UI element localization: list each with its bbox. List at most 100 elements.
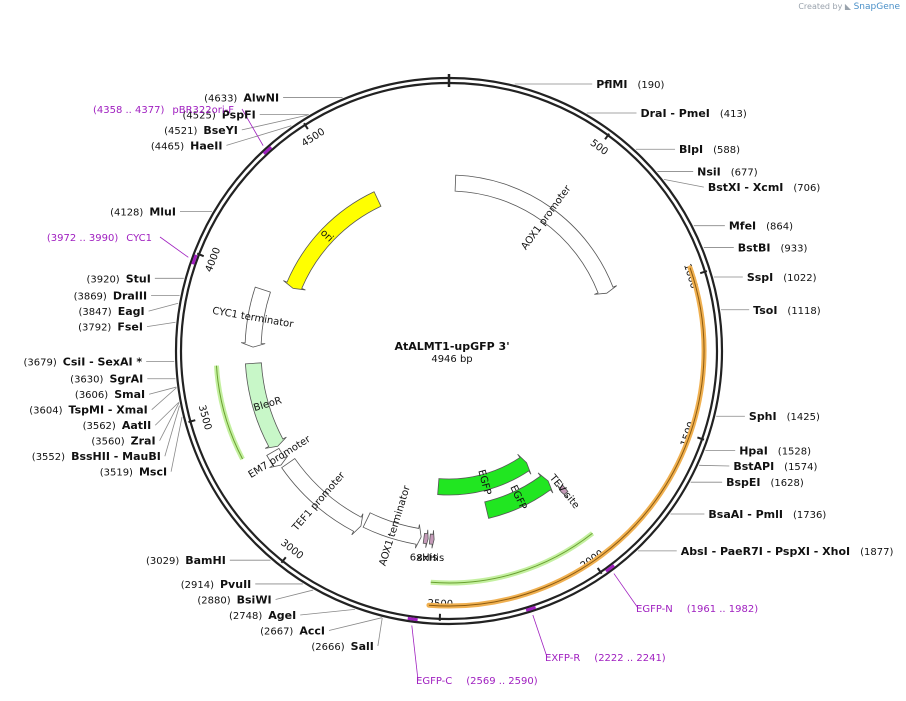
site-name: DraI - PmeI	[641, 107, 710, 120]
site-position: (706)	[793, 183, 820, 194]
site-leader-line	[154, 401, 180, 426]
site-position: (2880)	[197, 595, 230, 606]
site-leader-line	[275, 589, 314, 600]
restriction-site-haeii: HaeII(4465)	[151, 139, 223, 152]
primer-site-mark	[407, 616, 418, 622]
site-position: (2667)	[260, 626, 293, 637]
feature-6xhis	[422, 529, 429, 548]
site-name: SgrAI	[109, 373, 143, 386]
feature-aox1-promoter	[454, 174, 617, 295]
bleor-span	[213, 365, 245, 461]
site-leader-line	[170, 416, 183, 472]
scale-tick-mark	[280, 556, 287, 564]
site-name: MluI	[149, 206, 176, 219]
site-leader-line	[377, 617, 383, 647]
site-position: (3630)	[70, 375, 103, 386]
site-position: (4128)	[110, 208, 143, 219]
site-leader-line	[148, 386, 177, 395]
site-leader-line	[148, 302, 179, 312]
primer-name: CYC1	[126, 233, 152, 244]
site-name: BseYI	[203, 124, 237, 137]
primer-leader-line	[613, 573, 639, 609]
site-name: AccI	[299, 624, 325, 637]
site-position: (2914)	[181, 580, 214, 591]
feature-ori	[283, 191, 382, 291]
restriction-site-bsiwi: BsiWI (2880)	[197, 593, 271, 606]
primer-name: EGFP-C	[416, 676, 452, 687]
feature-tef1-promoter	[281, 458, 364, 536]
plasmid-length: 4946 bp	[431, 354, 472, 365]
primer-range: (2569 .. 2590)	[466, 676, 538, 687]
site-name: BstBI	[738, 242, 771, 255]
site-name: BspEI	[726, 476, 760, 489]
site-name: AatII	[122, 419, 151, 432]
site-position: (3604)	[29, 406, 62, 417]
restriction-site-sphi: SphI(1425)	[749, 410, 820, 423]
site-position: (3562)	[83, 421, 116, 432]
site-name: PspFI	[222, 108, 256, 121]
insert-span-outer	[426, 265, 707, 609]
primer-leader-line	[411, 625, 419, 681]
feature-tev-site	[556, 484, 569, 498]
restriction-site-bamhi: BamHI (3029)	[146, 554, 226, 567]
restriction-site-blpi: BlpI(588)	[679, 143, 740, 156]
site-name: BsaAI - PmlI	[708, 508, 783, 521]
site-position: (1628)	[771, 478, 804, 489]
site-position: (3920)	[86, 274, 119, 285]
restriction-site-zrai: ZraI(3560)	[91, 435, 155, 448]
scale-tick-mark	[196, 252, 205, 258]
feature-aox1-terminator	[362, 512, 422, 549]
restriction-site-bsshii-maubi: BssHII - MauBI(3552)	[32, 450, 161, 463]
restriction-site-bseyi: BseYI(4521)	[164, 124, 238, 137]
site-position: (3606)	[75, 390, 108, 401]
site-position: (1877)	[860, 547, 893, 558]
app-name: SnapGene	[853, 2, 900, 12]
restriction-site-draiii: DraIII(3869)	[74, 290, 148, 303]
scale-tick-label: 4000	[204, 246, 223, 274]
scale-tick-mark	[699, 270, 708, 275]
primer-leader-line	[241, 108, 264, 146]
site-position: (3847)	[78, 307, 111, 318]
site-position: (933)	[780, 244, 807, 255]
site-position: (3552)	[32, 452, 65, 463]
site-name: BsiWI	[237, 593, 272, 606]
site-name: CsiI - SexAI *	[63, 356, 143, 369]
restriction-site-csii-sexai: CsiI - SexAI *(3679)	[24, 356, 143, 369]
restriction-site-bstapi: BstAPI(1574)	[733, 460, 817, 473]
site-position: (3029)	[146, 556, 179, 567]
primer-range: (1961 .. 1982)	[687, 604, 759, 615]
site-name: PflMI	[596, 78, 627, 91]
restriction-site-absi-paer7i-pspxi-xhoi: AbsI - PaeR7I - PspXI - XhoI(1877)	[681, 545, 894, 558]
site-leader-line	[699, 464, 730, 467]
restriction-site-mfei: MfeI(864)	[729, 220, 793, 233]
site-name: StuI	[126, 272, 151, 285]
site-position: (190)	[637, 80, 664, 91]
primer-leader-line	[532, 614, 548, 658]
primer-leader-line	[159, 236, 189, 258]
site-name: HpaI	[739, 445, 768, 458]
feature-label-6xhis: 6xHis	[410, 552, 438, 563]
primer-range: (2222 .. 2241)	[594, 653, 666, 664]
bleor-span-line	[215, 365, 244, 460]
site-name: NsiI	[697, 166, 721, 179]
scale-tick-mark	[188, 419, 196, 423]
snapgene-logo-icon: ◣	[844, 2, 852, 11]
primer-range: (4358 .. 4377)	[93, 105, 165, 116]
primer-range: (3972 .. 3990)	[47, 233, 119, 244]
primer-egfp-n: EGFP-N(1961 .. 1982)	[636, 604, 758, 615]
site-name: AlwNI	[243, 91, 279, 104]
site-name: HaeII	[190, 139, 222, 152]
restriction-site-hpai: HpaI(1528)	[739, 445, 811, 458]
primer-pbr322ori-f: pBR322ori-F(4358 .. 4377)	[93, 105, 234, 116]
site-leader-line	[663, 178, 704, 188]
restriction-site-alwni: AlwNI(4633)	[204, 91, 279, 104]
scale-tick-mark	[596, 567, 603, 575]
site-name: BamHI	[185, 554, 226, 567]
primer-egfp-c: EGFP-C (2569 .. 2590)	[416, 676, 538, 687]
feature-cyc1-terminator	[241, 286, 271, 348]
site-position: (2748)	[229, 611, 262, 622]
feature-egfp	[484, 472, 554, 519]
site-position: (1736)	[793, 510, 826, 521]
scale-tick-label: 500	[588, 138, 610, 158]
